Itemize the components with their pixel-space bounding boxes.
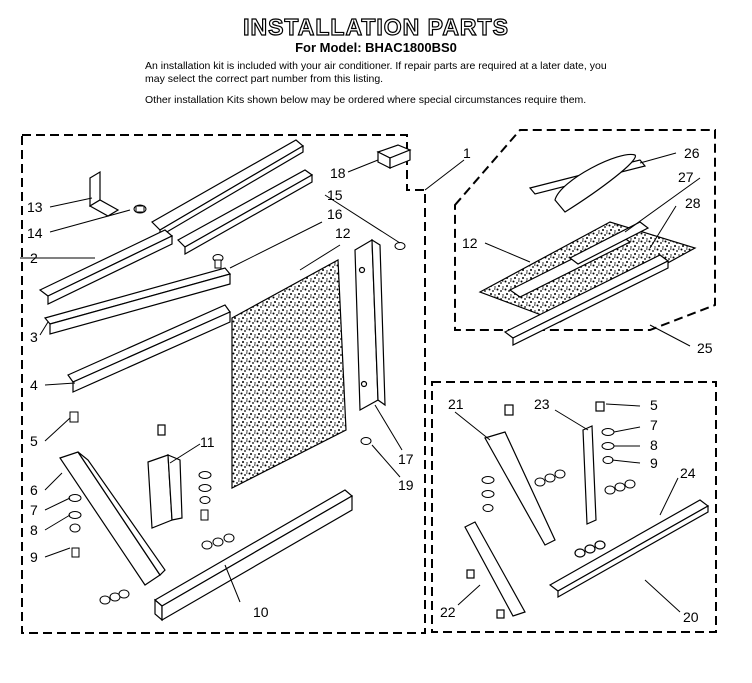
bracket-23 — [582, 401, 605, 525]
foam-kit-frame — [454, 129, 716, 331]
rail-24 — [548, 499, 710, 599]
callout-4: 4 — [30, 377, 38, 393]
callout-11: 11 — [200, 434, 215, 450]
callout-20: 20 — [683, 609, 699, 625]
callout-14: 14 — [27, 225, 43, 241]
callout-8b: 8 — [650, 437, 658, 453]
hardware-stack-right — [481, 428, 636, 512]
callout-23: 23 — [534, 396, 550, 412]
page-title: INSTALLATION PARTS — [242, 13, 509, 40]
leader-lines — [20, 152, 701, 613]
callout-12a: 12 — [335, 225, 351, 241]
channel-28 — [503, 254, 670, 346]
model-label: For Model: BHAC1800BS0 — [295, 40, 457, 55]
rail-4 — [67, 304, 231, 393]
screw-part16 — [212, 254, 224, 269]
hardware-stack-11 — [198, 471, 235, 550]
callout-17: 17 — [398, 451, 414, 467]
callout-13: 13 — [27, 199, 43, 215]
callout-5a: 5 — [30, 433, 38, 449]
channel-27 — [508, 221, 650, 298]
foam-sheet-12b — [478, 221, 697, 323]
callout-25: 25 — [697, 340, 713, 356]
screw-part14 — [133, 204, 147, 214]
callout-27: 27 — [678, 169, 694, 185]
callout-26: 26 — [684, 145, 700, 161]
callout-15: 15 — [327, 187, 343, 203]
callout-16: 16 — [327, 206, 343, 222]
foam-block-18 — [376, 144, 412, 169]
support-bracket-6 — [59, 451, 166, 586]
side-rail-2 — [38, 229, 174, 305]
top-rail — [151, 139, 314, 256]
callout-24: 24 — [680, 465, 696, 481]
callout-2: 2 — [30, 250, 38, 266]
callout-28: 28 — [685, 195, 701, 211]
hardware-stack-left — [68, 411, 130, 605]
callout-9a: 9 — [30, 549, 38, 565]
callout-22: 22 — [440, 604, 456, 620]
callout-5b: 5 — [650, 397, 658, 413]
side-post-17 — [354, 238, 386, 412]
bracket-22 — [464, 521, 526, 619]
callout-8a: 8 — [30, 522, 38, 538]
channel-3 — [43, 267, 232, 335]
callout-7b: 7 — [650, 417, 658, 433]
bracket-21 — [484, 404, 556, 546]
angle-bracket — [88, 170, 120, 217]
bracket-kit-frame — [431, 381, 717, 633]
screw-part19 — [360, 437, 372, 445]
sill-rail-10 — [153, 489, 354, 622]
callout-7a: 7 — [30, 502, 38, 518]
other-kits-note: Other installation Kits shown below may … — [145, 94, 587, 106]
kit-note: An installation kit is included with you… — [145, 60, 607, 85]
callout-6: 6 — [30, 482, 38, 498]
callout-12b: 12 — [462, 235, 478, 251]
foam-seal-26 — [528, 153, 647, 213]
main-kit-frame — [21, 134, 426, 634]
callout-1: 1 — [463, 145, 471, 161]
callout-10: 10 — [253, 604, 269, 620]
callout-19: 19 — [398, 477, 414, 493]
screw-part15 — [394, 242, 406, 250]
foam-panel-12 — [231, 259, 347, 489]
callout-18: 18 — [330, 165, 346, 181]
callout-21: 21 — [448, 396, 464, 412]
callout-3: 3 — [30, 329, 38, 345]
callout-9b: 9 — [650, 455, 658, 471]
bracket-11 — [147, 424, 183, 529]
